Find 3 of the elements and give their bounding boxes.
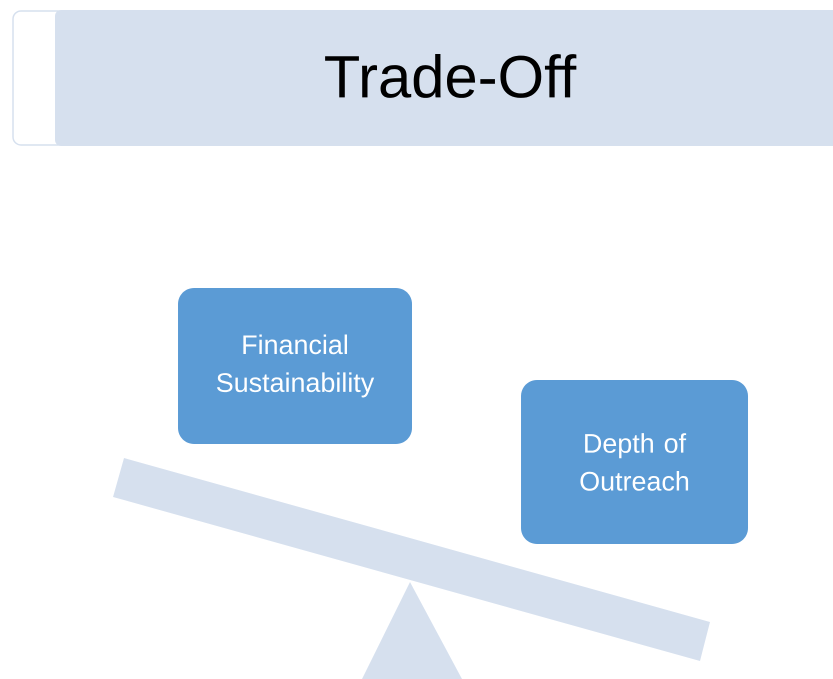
title-banner: Trade-Off	[12, 10, 833, 146]
text-box: Financial Sustainability	[178, 288, 412, 444]
text-box: Depth of Outreach	[521, 380, 748, 544]
